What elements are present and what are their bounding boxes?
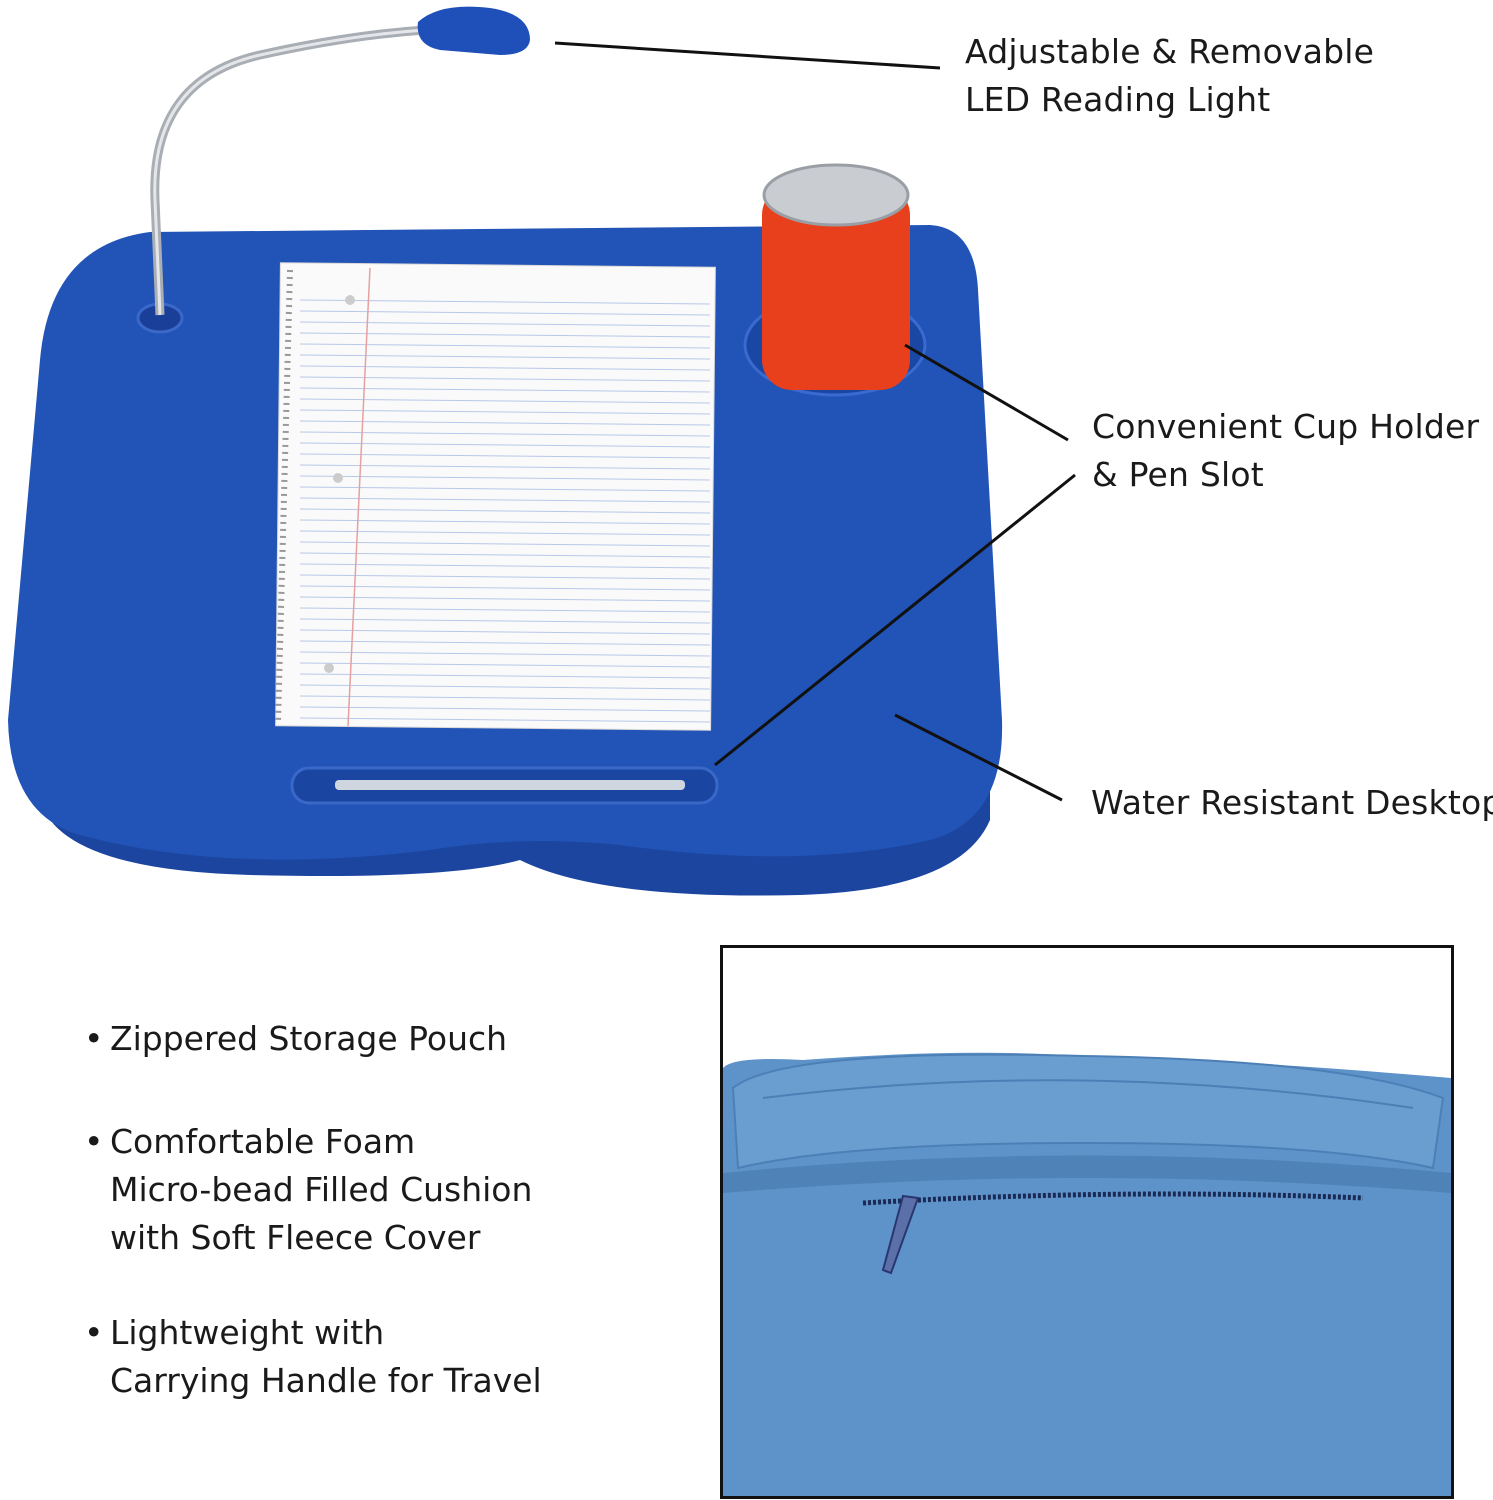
callout-cup-holder: Convenient Cup Holder & Pen Slot xyxy=(1092,403,1479,499)
callout-line-cup xyxy=(904,343,1069,442)
can xyxy=(762,185,910,390)
notebook-rule-line xyxy=(299,673,711,679)
notebook-rule-line xyxy=(299,497,711,503)
notebook-rule-line xyxy=(299,596,711,602)
bullet-item: • Comfortable Foam Micro-bead Filled Cus… xyxy=(84,1118,533,1262)
notebook-rule-line xyxy=(299,563,711,569)
lamp-head xyxy=(417,6,530,56)
notebook-rule-line xyxy=(299,706,711,712)
notebook-rule-line xyxy=(299,420,711,426)
callout-text: & Pen Slot xyxy=(1092,455,1264,494)
notebook-rule-line xyxy=(299,662,711,668)
bullet-text: Lightweight with xyxy=(110,1313,385,1352)
notebook-rule-line xyxy=(299,486,711,492)
callout-text: Adjustable & Removable xyxy=(965,32,1375,71)
carry-handle xyxy=(731,1053,1445,1170)
zipper-pull xyxy=(881,1194,920,1275)
notebook-rule-line xyxy=(299,453,711,459)
notebook-rule-line xyxy=(299,530,711,536)
bullet-text: Carrying Handle for Travel xyxy=(110,1361,542,1400)
bullet-text: Micro-bead Filled Cushion xyxy=(110,1170,533,1209)
bullet-text: Comfortable Foam xyxy=(110,1122,416,1161)
notebook-rule-line xyxy=(299,574,711,580)
callout-text: Convenient Cup Holder xyxy=(1092,407,1480,446)
notebook-rule-line xyxy=(299,343,711,349)
notebook-rule-line xyxy=(299,387,711,393)
callout-text: LED Reading Light xyxy=(965,80,1271,119)
notebook-rule-line xyxy=(299,365,711,371)
callout-line-desktop xyxy=(894,713,1063,802)
callout-water-resistant: Water Resistant Desktop xyxy=(1091,779,1493,827)
notebook-rule-line xyxy=(299,508,711,514)
notebook-rule-line xyxy=(299,717,711,723)
notebook-rule-line xyxy=(299,398,711,404)
notebook xyxy=(275,262,716,731)
notebook-rule-line xyxy=(299,431,711,437)
notebook-rule-line xyxy=(299,442,711,448)
notebook-rule-line xyxy=(299,640,711,646)
callout-line-light xyxy=(554,41,941,70)
callout-led-light: Adjustable & Removable LED Reading Light xyxy=(965,28,1374,124)
pouch-closeup-inset xyxy=(720,945,1454,1499)
notebook-rule-line xyxy=(299,354,711,360)
bullet-text: Zippered Storage Pouch xyxy=(110,1019,508,1058)
notebook-rule-line xyxy=(299,332,711,338)
notebook-rule-line xyxy=(299,475,711,481)
pen xyxy=(335,780,685,790)
notebook-rule-line xyxy=(299,695,711,701)
bullet-dot: • xyxy=(84,1122,104,1161)
notebook-rule-line xyxy=(299,552,711,558)
notebook-rule-line xyxy=(299,519,711,525)
notebook-rule-line xyxy=(299,585,711,591)
lap-desk-illustration xyxy=(8,6,1076,896)
notebook-rule-line xyxy=(299,541,711,547)
notebook-rule-line xyxy=(299,684,711,690)
callout-text: Water Resistant Desktop xyxy=(1091,783,1493,822)
notebook-rule-line xyxy=(299,651,711,657)
bullet-dot: • xyxy=(84,1313,104,1352)
pouch-closeup-image xyxy=(723,1052,1451,1496)
bullet-text: with Soft Fleece Cover xyxy=(110,1218,481,1257)
bullet-dot: • xyxy=(84,1019,104,1058)
notebook-rule-line xyxy=(299,376,711,382)
bullet-item: • Zippered Storage Pouch xyxy=(84,1015,508,1063)
notebook-rule-line xyxy=(299,464,711,470)
callout-line-pen xyxy=(714,473,1076,767)
notebook-rule-line xyxy=(299,607,711,613)
notebook-rule-line xyxy=(299,409,711,415)
notebook-rule-line xyxy=(299,629,711,635)
zipper xyxy=(862,1191,1364,1206)
notebook-rule-line xyxy=(299,321,711,327)
bullet-item: • Lightweight with Carrying Handle for T… xyxy=(84,1309,542,1405)
notebook-rule-line xyxy=(299,618,711,624)
